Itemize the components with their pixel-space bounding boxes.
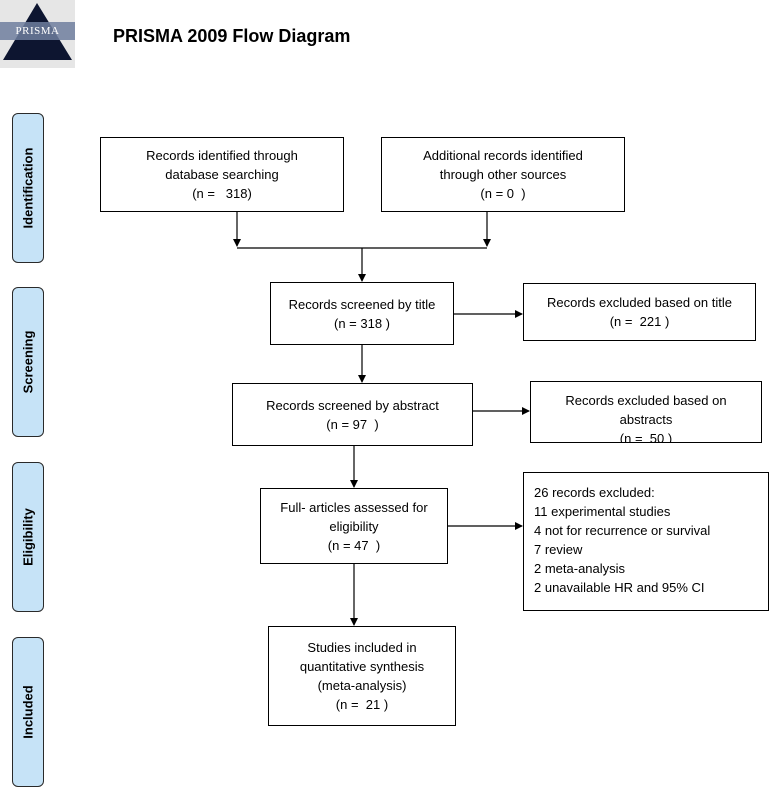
excluded-reason-experimental: 11 experimental studies xyxy=(534,504,671,519)
excluded-full-text-box: 26 records excluded: 11 experimental stu… xyxy=(523,472,769,611)
phase-eligibility: Eligibility xyxy=(12,462,44,612)
database-records-count: (n = 318) xyxy=(192,186,252,201)
screened-title-line-1: Records screened by title xyxy=(288,296,436,312)
other-records-count: (n = 0 ) xyxy=(480,186,526,201)
phase-screening: Screening xyxy=(12,287,44,437)
prisma-logo: PRISMA xyxy=(0,0,75,68)
included-line-3: (meta-analysis) xyxy=(317,678,407,693)
other-records-line-2: through other sources xyxy=(439,167,567,182)
excluded-title-count: (n = 221 ) xyxy=(609,314,670,329)
screened-abstract-line-1: Records screened by abstract xyxy=(266,397,439,413)
screened-title-box: Records screened by title (n = 318 ) xyxy=(270,282,454,345)
database-records-box: Records identified through database sear… xyxy=(100,137,344,212)
other-records-box: Additional records identified through ot… xyxy=(381,137,625,212)
screened-abstract-box: Records screened by abstract (n = 97 ) xyxy=(232,383,473,446)
included-line-2: quantitative synthesis xyxy=(299,659,425,674)
included-count: (n = 21 ) xyxy=(335,697,389,712)
full-text-line-2: eligibility xyxy=(329,518,379,534)
excluded-abstract-line-1: Records excluded based on xyxy=(565,393,727,408)
database-records-line-1: Records identified through xyxy=(146,148,298,163)
prisma-logo-text: PRISMA xyxy=(15,25,60,37)
full-text-box: Full- articles assessed for eligibility … xyxy=(260,488,448,564)
page-title: PRISMA 2009 Flow Diagram xyxy=(113,26,351,46)
included-studies-box: Studies included in quantitative synthes… xyxy=(268,626,456,726)
screened-title-count: (n = 318 ) xyxy=(333,315,390,331)
excluded-reason-not-recurrence: 4 not for recurrence or survival xyxy=(534,523,711,538)
excluded-reason-meta-analysis: 2 meta-analysis xyxy=(534,561,626,576)
excluded-abstract-count: (n = 50 ) xyxy=(619,431,673,443)
screened-abstract-count: (n = 97 ) xyxy=(326,416,379,432)
prisma-logo-graphic xyxy=(0,0,75,68)
excluded-reason-review: 7 review xyxy=(534,542,583,557)
phase-included: Included xyxy=(12,637,44,787)
other-records-line-1: Additional records identified xyxy=(423,148,583,163)
full-text-count: (n = 47 ) xyxy=(327,537,381,553)
phase-identification: Identification xyxy=(12,113,44,263)
full-text-line-1: Full- articles assessed for xyxy=(280,499,428,515)
included-line-1: Studies included in xyxy=(307,640,417,655)
excluded-title-box: Records excluded based on title (n = 221… xyxy=(523,283,756,341)
excluded-full-text-heading: 26 records excluded: xyxy=(534,485,655,500)
excluded-abstract-box: Records excluded based on abstracts (n =… xyxy=(530,381,762,443)
excluded-abstract-line-2: abstracts xyxy=(619,412,673,427)
database-records-line-2: database searching xyxy=(165,167,279,182)
excluded-title-line-1: Records excluded based on title xyxy=(546,295,732,310)
excluded-reason-unavailable-hr: 2 unavailable HR and 95% CI xyxy=(534,580,705,595)
